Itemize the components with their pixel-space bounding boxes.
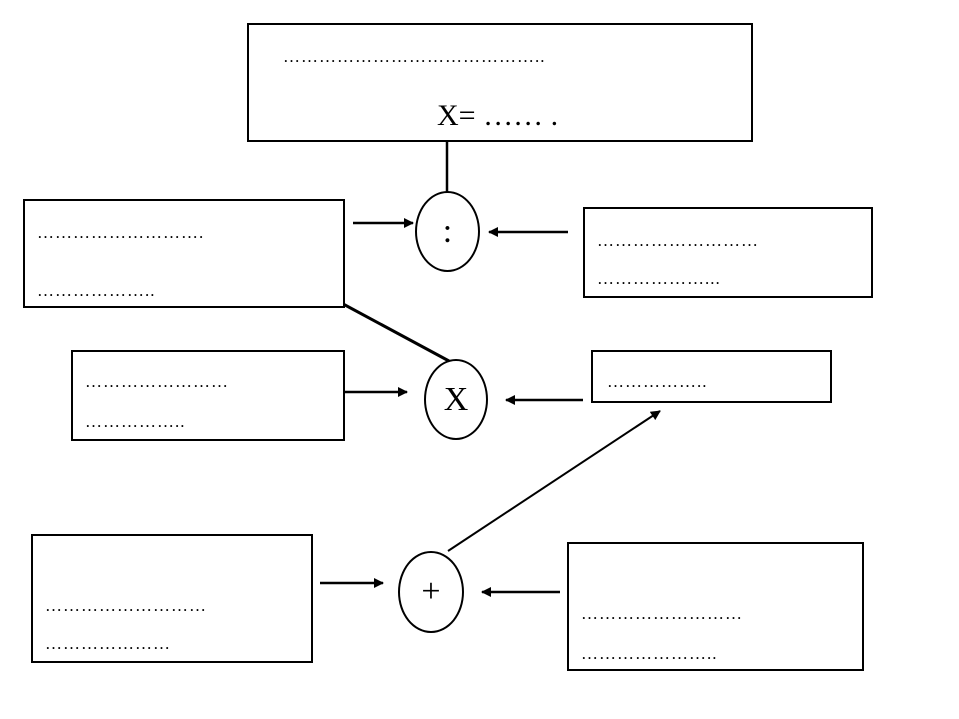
add-node: + [398,551,464,633]
divide-node: : [415,191,480,272]
box-left-mid: …………………… …………….. [71,350,345,441]
box-right-top-line-2: ………………... [597,269,721,288]
box-left-bottom-line-2: ………………… [45,634,171,653]
box-right-mid: …………….. [591,350,832,403]
arrow-add-to-rightmid [447,410,661,552]
box-right-bottom: ……………………… ………………….. [567,542,864,671]
box-left-bottom: ……………………… ………………… [31,534,313,663]
result-box: …………………………………….. X= …… . [247,23,753,142]
box-left-top-line-1: ………………………. [37,223,205,242]
result-equation: X= …… . [437,99,559,132]
multiply-node: X [424,359,488,440]
box-right-top-line-1: ……………………… [597,231,759,250]
box-left-mid-line-1: …………………… [85,372,229,391]
box-left-mid-line-2: …………….. [85,412,186,431]
multiply-symbol: X [443,380,469,418]
box-left-top-line-2: ……………….. [37,281,156,300]
add-symbol: + [421,573,441,610]
box-right-top: ……………………… ………………... [583,207,873,298]
box-right-mid-line-1: …………….. [607,372,708,391]
box-right-bottom-line-1: ……………………… [581,604,743,623]
box-left-bottom-line-1: ……………………… [45,596,207,615]
result-line-1: …………………………………….. [283,47,546,66]
box-left-top: ………………………. ……………….. [23,199,345,308]
box-right-bottom-line-2: ………………….. [581,644,718,663]
arrow-multiply-to-lefttop [331,296,450,363]
divide-symbol: : [442,212,453,250]
